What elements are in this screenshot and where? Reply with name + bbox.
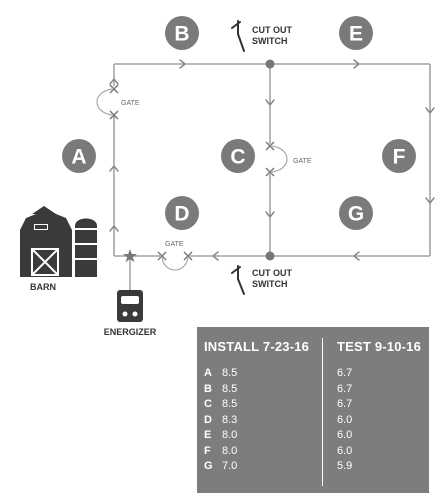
node-label: A: [71, 146, 86, 169]
install-header: INSTALL 7-23-16: [204, 339, 310, 354]
barn-caption: BARN: [30, 282, 56, 292]
junction-bottom: [265, 251, 275, 261]
arrow-left-icon: [353, 251, 360, 261]
install-value: 8.5: [222, 367, 238, 379]
zone-node-f: F: [382, 139, 416, 173]
table-row: G 7.0: [204, 459, 237, 474]
table-row: E 8.0: [204, 428, 237, 443]
node-label: E: [349, 23, 363, 46]
energizer-icon: [117, 290, 143, 322]
zone-node-a: A: [62, 139, 96, 173]
ground-star-icon: [123, 249, 137, 263]
zone-letter: G: [204, 460, 213, 472]
node-label: C: [230, 146, 245, 169]
gate-label: GATE: [165, 241, 184, 248]
zone-letter: D: [204, 413, 212, 426]
zone-letter: C: [204, 398, 212, 410]
zone-node-g: G: [339, 196, 373, 230]
table-row: D 8.3: [204, 413, 237, 428]
arrow-down-icon: [265, 99, 275, 106]
arrow-up-icon: [109, 165, 119, 172]
switch-icon: [231, 20, 245, 52]
table-row: B 8.5: [204, 382, 237, 397]
zone-letter: B: [204, 382, 212, 395]
test-value: 6.0: [337, 413, 353, 426]
table-row: F 8.0: [204, 444, 237, 459]
zone-node-c: C: [221, 139, 255, 173]
test-value: 5.9: [337, 460, 353, 472]
zone-node-e: E: [339, 16, 373, 50]
cut-out-switch-top: CUT OUT SWITCH: [231, 20, 292, 52]
install-value: 8.0: [222, 429, 238, 441]
install-value: 8.5: [222, 382, 238, 395]
arrow-down-icon: [425, 107, 435, 114]
switch-label-line1: CUT OUT: [252, 268, 292, 278]
test-value: 6.0: [337, 429, 353, 441]
arrow-down-icon: [265, 211, 275, 218]
install-value: 8.0: [222, 444, 238, 457]
node-label: B: [174, 23, 189, 46]
column-divider: [322, 338, 323, 486]
zone-letter: F: [204, 444, 211, 457]
node-label: G: [348, 203, 364, 226]
switch-icon: [231, 265, 245, 295]
node-label: F: [393, 146, 406, 169]
zone-node-d: D: [165, 196, 199, 230]
arrow-up-icon: [109, 225, 119, 232]
node-label: D: [174, 203, 189, 226]
zone-letter: A: [204, 367, 212, 379]
zone-node-b: B: [165, 16, 199, 50]
arrow-right-icon: [353, 59, 360, 69]
energizer-caption: ENERGIZER: [104, 327, 157, 337]
install-value: 7.0: [222, 460, 238, 472]
junction-top: [265, 59, 275, 69]
table-row: A 8.5: [204, 366, 237, 381]
gate-label: GATE: [121, 100, 140, 107]
arrow-right-icon: [179, 59, 186, 69]
gate-bottom: GATE: [157, 241, 193, 271]
install-value: 8.3: [222, 413, 238, 426]
install-value: 8.5: [222, 398, 238, 410]
switch-label-line2: SWITCH: [252, 279, 288, 289]
test-value: 6.7: [337, 398, 353, 410]
arrow-left-icon: [212, 251, 219, 261]
direction-arrows: [109, 59, 435, 261]
table-row: C 8.5: [204, 397, 237, 412]
test-value: 6.7: [337, 382, 353, 395]
arrow-down-icon: [425, 197, 435, 204]
zone-letter: E: [204, 429, 212, 441]
gate-center: GATE: [265, 141, 312, 177]
gate-left: GATE: [96, 84, 140, 120]
barn-icon: [20, 206, 97, 277]
gate-label: GATE: [293, 158, 312, 165]
test-header: TEST 9-10-16: [337, 339, 422, 354]
test-value: 6.0: [337, 444, 353, 457]
cut-out-switch-bottom: CUT OUT SWITCH: [231, 265, 292, 295]
test-value: 6.7: [337, 367, 353, 379]
arrow-up-icon: [109, 78, 119, 85]
switch-label-line1: CUT OUT: [252, 25, 292, 35]
switch-label-line2: SWITCH: [252, 36, 288, 46]
fence-wires: [113, 63, 431, 290]
